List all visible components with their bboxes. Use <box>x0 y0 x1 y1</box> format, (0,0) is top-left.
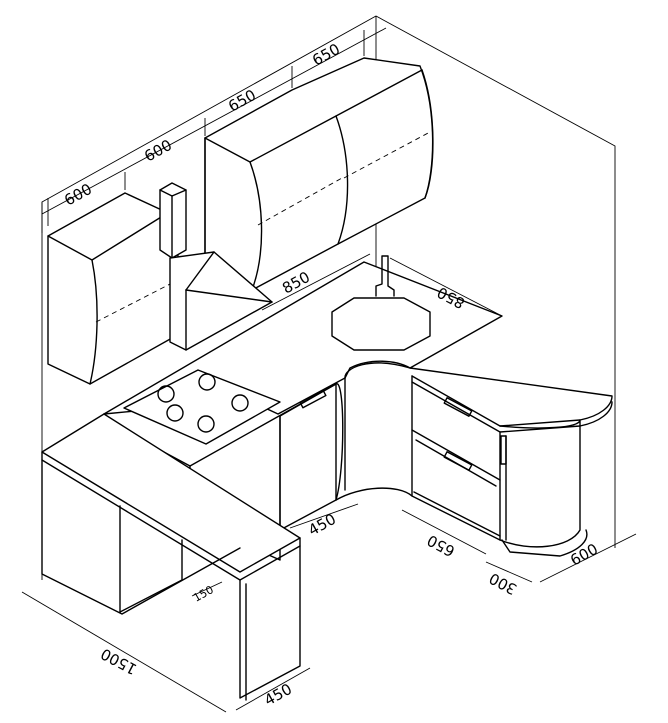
drawer-unit <box>411 381 501 541</box>
dim-end-depth: 600 <box>567 540 601 570</box>
dim-drawer-width: 650 <box>424 531 458 560</box>
dim-bar-length: 1500 <box>98 645 140 679</box>
end-cabinet-curved <box>499 419 588 557</box>
sink <box>331 255 431 351</box>
upper-cabinets-right <box>204 57 434 291</box>
dim-upper-4: 650 <box>309 40 343 70</box>
upper-cabinet-left <box>47 192 179 385</box>
corner-base <box>335 377 413 501</box>
bar-counter <box>41 413 301 701</box>
dim-upper-1: 600 <box>61 180 95 210</box>
dim-end-width: 300 <box>486 569 520 598</box>
extractor-hood <box>159 182 273 351</box>
cooktop <box>123 369 281 445</box>
dimension-lines <box>21 27 637 713</box>
dim-upper-2: 600 <box>141 136 175 166</box>
